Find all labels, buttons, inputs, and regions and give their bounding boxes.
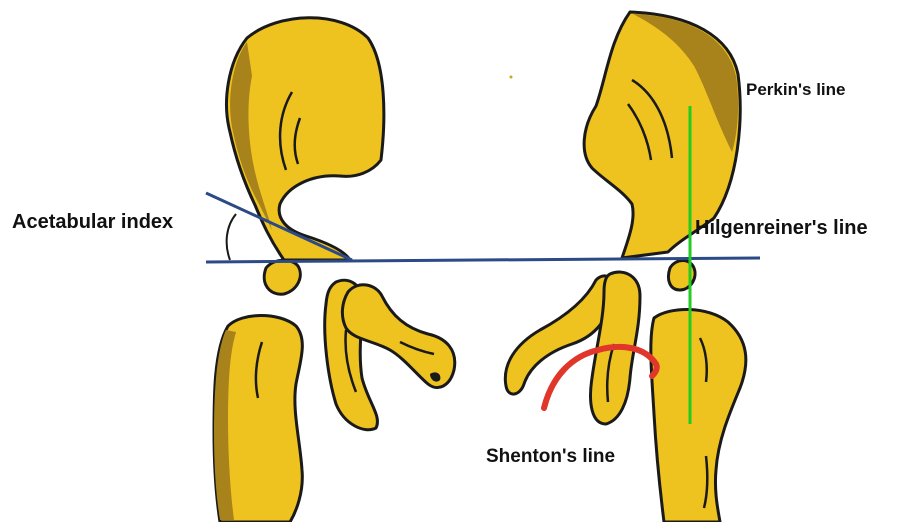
acetabular-index-label: Acetabular index xyxy=(12,211,173,234)
hilgenreiner-line-label: Hilgenreiner's line xyxy=(695,217,868,240)
left-ilium xyxy=(227,18,384,260)
right-femur xyxy=(651,309,746,522)
shenton-line-label: Shenton's line xyxy=(486,446,615,468)
acetabular-angle-arc xyxy=(227,214,236,260)
perkin-line-label: Perkin's line xyxy=(746,80,845,100)
speck xyxy=(510,76,513,79)
left-femoral-head-ossification xyxy=(264,260,300,294)
